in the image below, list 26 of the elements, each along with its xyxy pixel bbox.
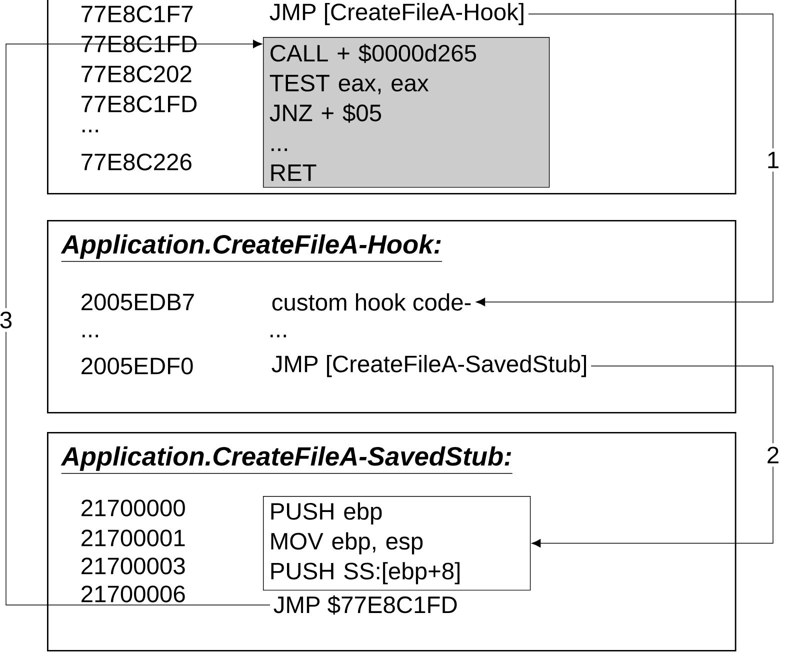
- address-text: 2005EDB7: [82, 294, 194, 310]
- code-block: PUSH ebp MOV ebp, esp PUSH SS:[ebp+8]: [263, 496, 531, 591]
- address-text: 21700000: [82, 500, 185, 516]
- address-text: 21700003: [82, 558, 185, 574]
- address-text: 21700001: [82, 530, 185, 546]
- arrow: [476, 14, 774, 306]
- address-text: ...: [82, 334, 98, 338]
- address-text: ...: [270, 334, 286, 338]
- address-text: 77E8C1FD: [82, 96, 197, 112]
- code-text: JMP $77E8C1FD: [274, 595, 457, 615]
- panel-frame: [47, 0, 736, 194]
- code-block: CALL + $0000d265 TEST eax, eax JNZ + $05 ... RET: [263, 37, 550, 188]
- edge-label: 2: [762, 443, 784, 467]
- arrow: [532, 366, 774, 548]
- code-text: JMP [CreateFileA-SavedStub]: [272, 354, 586, 378]
- code-text: custom hook code-: [272, 293, 471, 311]
- address-text: 21700006: [82, 586, 185, 602]
- address-text: 77E8C202: [82, 66, 192, 82]
- address-text: 77E8C1F7: [82, 6, 193, 22]
- arrow: [6, 40, 270, 606]
- edge-label: 1: [762, 148, 784, 172]
- code-text: JMP [CreateFileA-Hook]: [270, 2, 524, 26]
- address-text: 2005EDF0: [82, 358, 193, 374]
- address-text: ...: [82, 130, 98, 132]
- address-text: 77E8C226: [82, 154, 192, 170]
- edge-label: 3: [0, 308, 16, 332]
